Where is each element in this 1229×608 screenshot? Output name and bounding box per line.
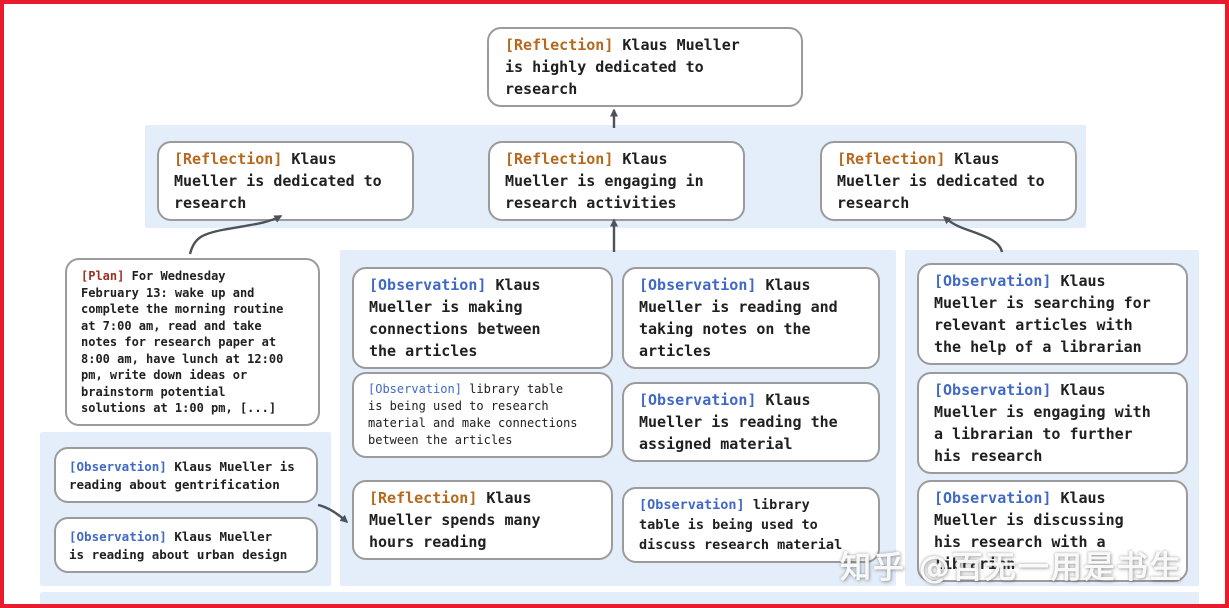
observation-tag: [Observation] <box>368 382 462 396</box>
observation-tag: [Observation] <box>639 497 745 513</box>
node-text: For Wednesday February 13: wake up and c… <box>81 269 284 415</box>
observation-tag: [Observation] <box>639 391 757 409</box>
node-observation-making-connections: [Observation] Klaus Mueller is making co… <box>352 267 613 369</box>
node-text: Klaus Mueller is dedicated to research <box>837 150 1045 212</box>
node-reflection-hours-reading: [Reflection] Klaus Mueller spends many h… <box>352 480 613 560</box>
node-observation-discussing-research: [Observation] Klaus Mueller is discussin… <box>917 480 1188 582</box>
node-observation-assigned-material: [Observation] Klaus Mueller is reading t… <box>622 382 880 462</box>
node-reflection-l2-1: [Reflection] Klaus Mueller is dedicated … <box>157 141 414 221</box>
node-plan: [Plan] For Wednesday February 13: wake u… <box>65 258 320 426</box>
zhihu-watermark: 知乎 @百无一用是书生 <box>840 550 1183 586</box>
observation-tag: [Observation] <box>69 459 167 474</box>
reflection-tag: [Reflection] <box>837 150 946 168</box>
reflection-tag: [Reflection] <box>505 150 614 168</box>
node-observation-urban-design: [Observation] Klaus Mueller is reading a… <box>54 517 318 573</box>
node-text: Klaus Mueller is searching for relevant … <box>934 272 1151 356</box>
node-text: Klaus Mueller spends many hours reading <box>369 489 541 551</box>
node-text: Klaus Mueller is engaging with a librari… <box>934 381 1151 465</box>
node-text: library table is being used to research … <box>368 382 578 447</box>
reflection-tag: [Reflection] <box>505 36 614 54</box>
node-observation-library-research: [Observation] library table is being use… <box>352 372 613 458</box>
node-text: Klaus Mueller is reading the assigned ma… <box>639 391 838 453</box>
plan-tag: [Plan] <box>81 269 125 283</box>
node-observation-gentrification: [Observation] Klaus Mueller is reading a… <box>54 447 318 503</box>
node-text: library table is being used to discuss r… <box>639 497 843 553</box>
node-text: Klaus Mueller is highly dedicated to res… <box>505 36 740 98</box>
node-observation-engaging-librarian: [Observation] Klaus Mueller is engaging … <box>917 372 1188 474</box>
node-text: Klaus Mueller is dedicated to research <box>174 150 382 212</box>
node-observation-searching-articles: [Observation] Klaus Mueller is searching… <box>917 263 1188 365</box>
node-reflection-l2-3: [Reflection] Klaus Mueller is dedicated … <box>820 141 1077 221</box>
observation-tag: [Observation] <box>934 272 1052 290</box>
node-observation-library-discuss: [Observation] library table is being use… <box>622 487 880 563</box>
node-text: Klaus Mueller is making connections betw… <box>369 276 541 360</box>
node-text: Klaus Mueller is engaging in research ac… <box>505 150 704 212</box>
reflection-tag: [Reflection] <box>369 489 478 507</box>
observation-tag: [Observation] <box>934 381 1052 399</box>
observation-tag: [Observation] <box>369 276 487 294</box>
node-text: Klaus Mueller is discussing his research… <box>934 489 1124 573</box>
node-observation-taking-notes: [Observation] Klaus Mueller is reading a… <box>622 267 880 369</box>
node-reflection-root: [Reflection] Klaus Mueller is highly ded… <box>487 27 803 107</box>
reflection-tag: [Reflection] <box>174 150 283 168</box>
node-reflection-l2-2: [Reflection] Klaus Mueller is engaging i… <box>488 141 745 221</box>
node-text: Klaus Mueller is reading about urban des… <box>69 529 288 562</box>
observation-tag: [Observation] <box>639 276 757 294</box>
node-text: Klaus Mueller is reading about gentrific… <box>69 459 295 492</box>
bottom-strip <box>40 592 1199 604</box>
node-text: Klaus Mueller is reading and taking note… <box>639 276 838 360</box>
observation-tag: [Observation] <box>69 529 167 544</box>
observation-tag: [Observation] <box>934 489 1052 507</box>
